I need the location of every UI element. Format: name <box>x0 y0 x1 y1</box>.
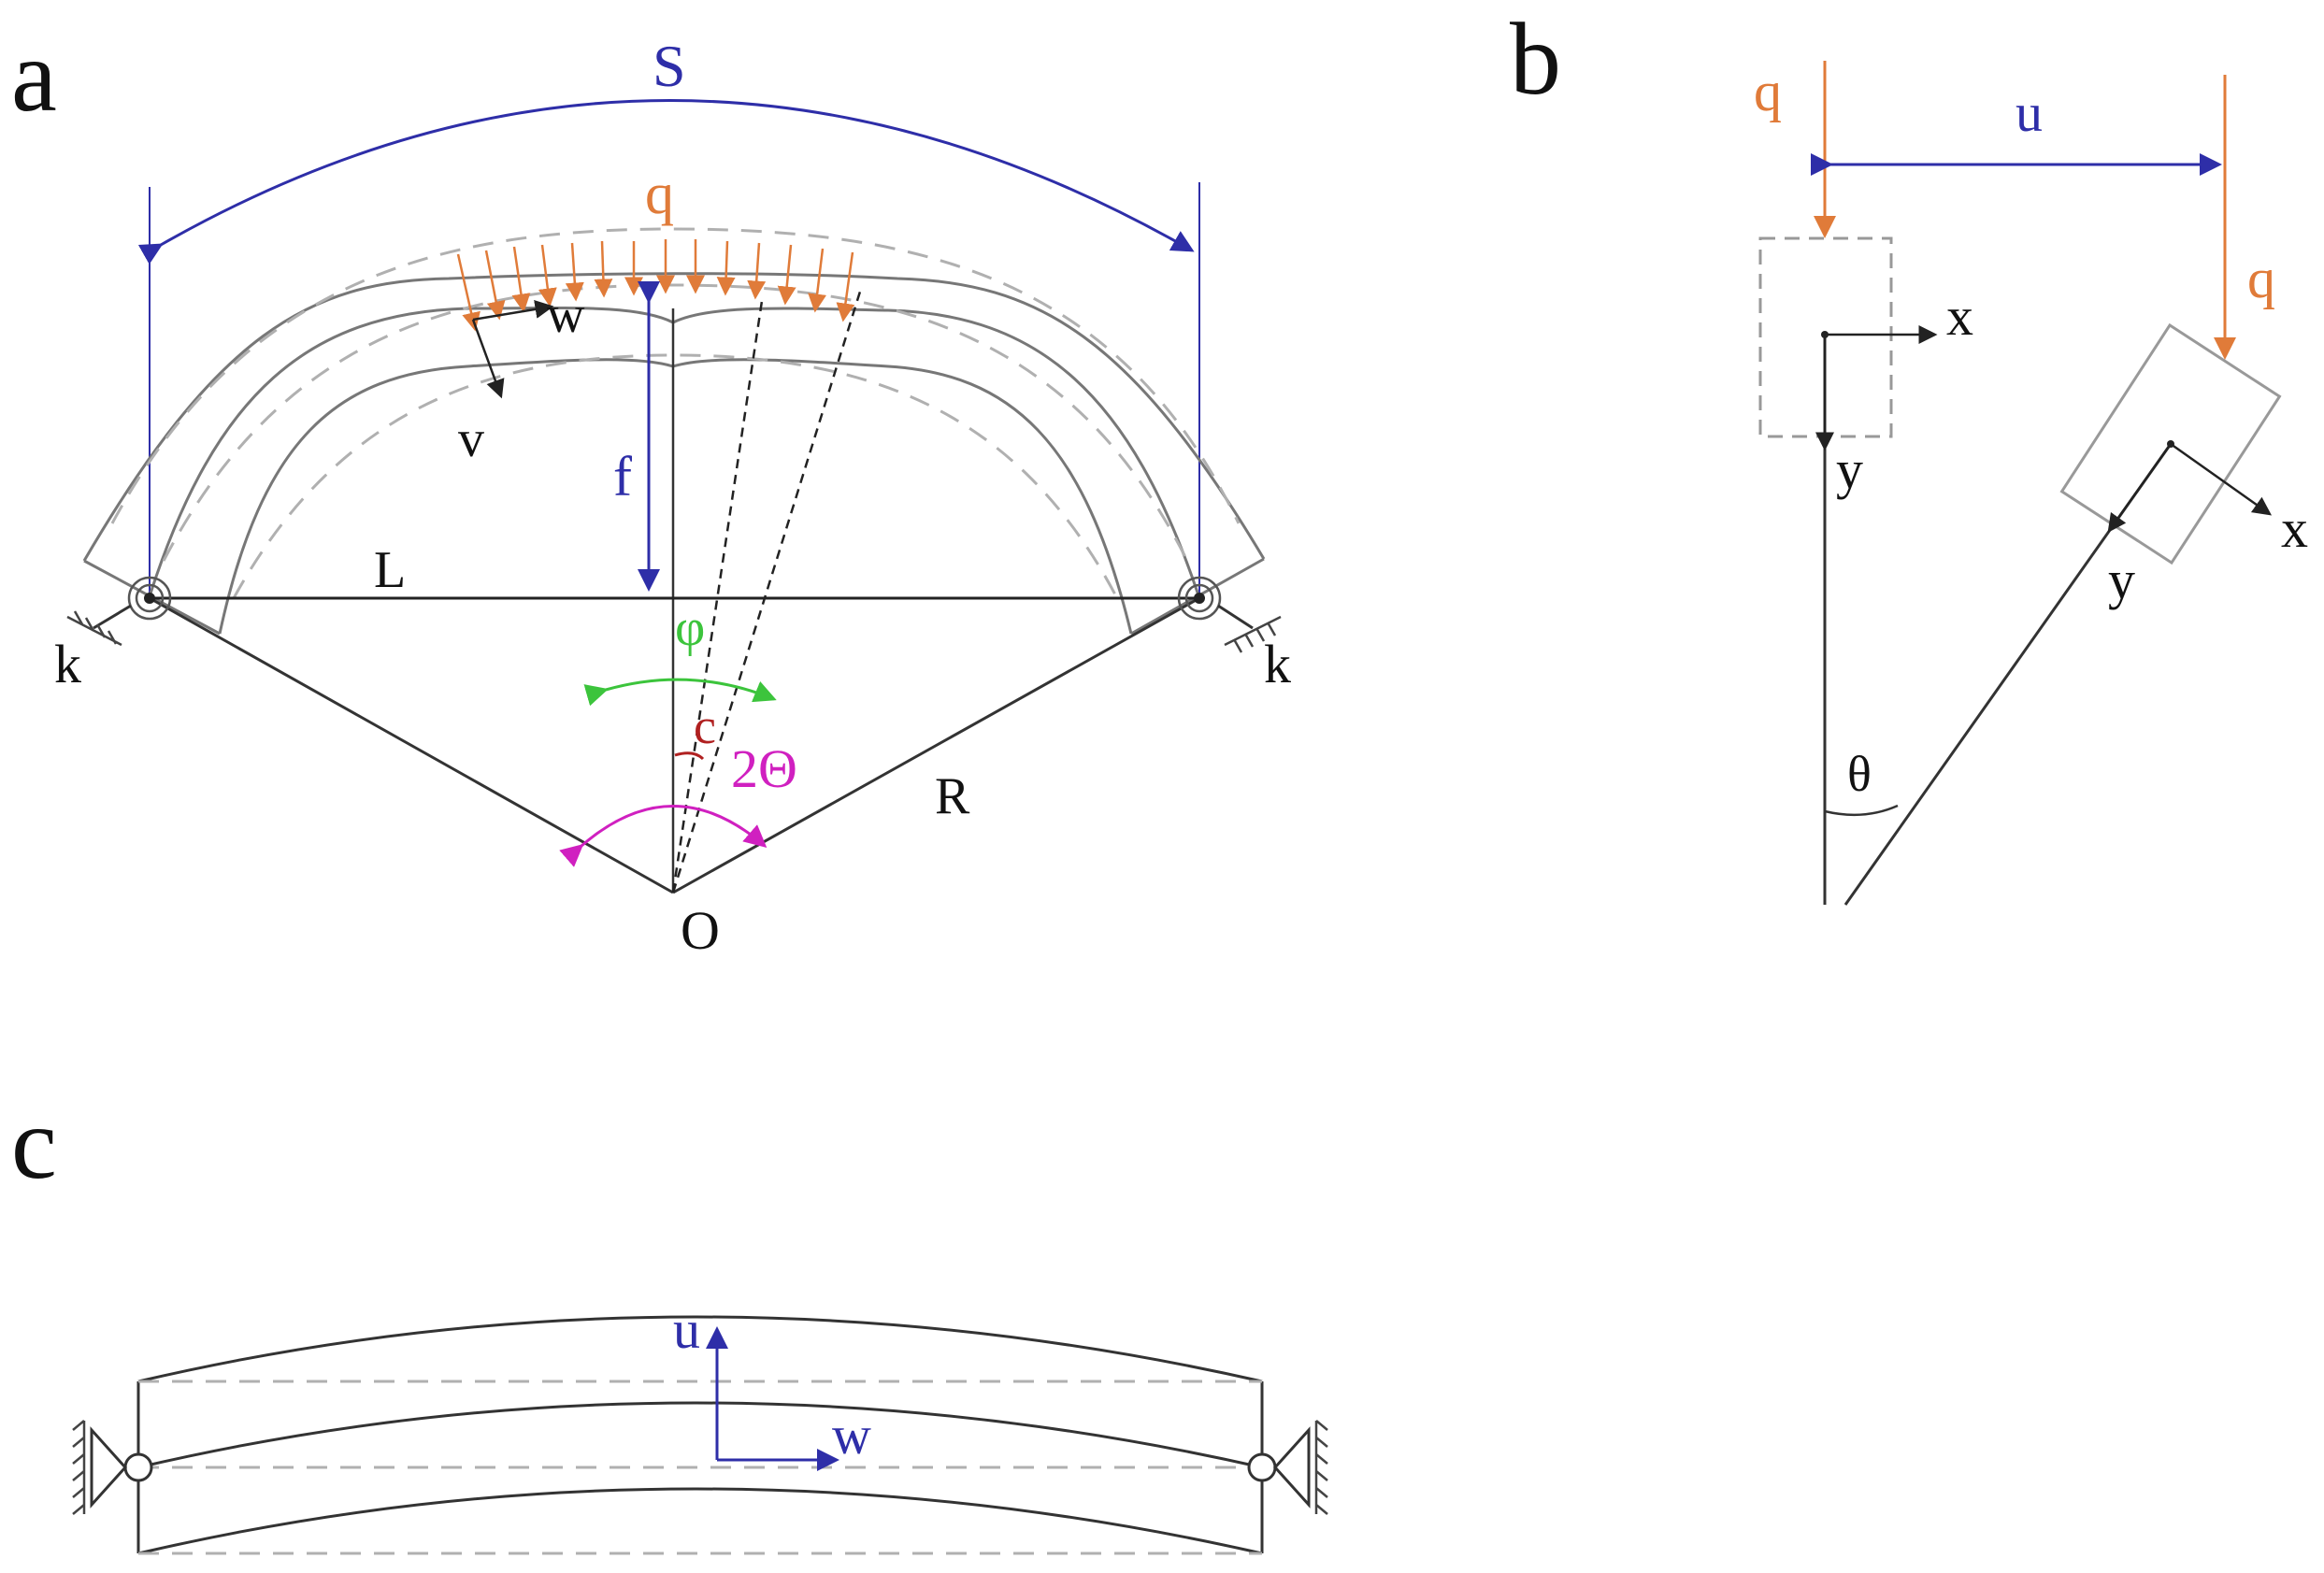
load-arrow <box>511 246 531 313</box>
beam-middle-line <box>137 1401 1263 1469</box>
spring-coil <box>135 583 165 613</box>
left-support-triangle <box>90 1426 128 1509</box>
left-hinge <box>123 1452 153 1482</box>
u-label-b: u <box>2016 82 2043 143</box>
s-dimension-arc <box>137 99 1195 265</box>
beam-top-line <box>137 1315 1263 1383</box>
s-label: S <box>653 33 686 99</box>
k-label-left: k <box>54 634 81 694</box>
o-label: O <box>681 900 720 961</box>
w-label-c: w <box>832 1405 871 1466</box>
q-label-left-b: q <box>1754 61 1782 122</box>
panel-a-label: a <box>11 19 57 133</box>
dashed-ray-1 <box>671 300 764 894</box>
load-arrow <box>538 244 557 307</box>
x-label-left-b: x <box>1946 286 1973 347</box>
load-q-label-a: q <box>645 163 674 226</box>
panel-b-label: b <box>1510 2 1561 116</box>
f-label: f <box>613 446 632 508</box>
u-label-c: u <box>673 1299 700 1360</box>
load-arrow <box>836 251 855 322</box>
right-support-triangle <box>1272 1426 1311 1509</box>
v-label-a: v <box>458 410 484 468</box>
radius-line-left <box>149 596 674 894</box>
x-label-right-b: x <box>2281 498 2308 559</box>
left-support-hatch <box>72 1420 86 1515</box>
dashed-ray-2 <box>671 291 862 894</box>
load-arrow <box>456 253 481 332</box>
theta-label: θ <box>1847 746 1872 802</box>
spring-ground <box>1217 604 1254 630</box>
spring-coil <box>1194 593 1205 604</box>
load-arrow <box>594 240 613 298</box>
phi-angle-arc <box>583 678 777 707</box>
load-arrow <box>747 242 767 300</box>
panel-b: b q q u x y x y θ <box>1510 2 2308 906</box>
y-arrow-right-b <box>2107 443 2173 534</box>
theta2-angle-arc <box>559 805 767 867</box>
arch-inner-line <box>218 358 1133 635</box>
right-hinge <box>1247 1452 1277 1482</box>
arch-outer-line <box>82 272 1266 562</box>
right-support-hatch <box>1314 1420 1328 1515</box>
w-arrow <box>472 300 554 322</box>
panel-c-label: c <box>11 1086 57 1200</box>
spring-coil <box>127 576 172 621</box>
load-arrow <box>716 240 736 296</box>
x-axis-right-b <box>2170 442 2273 516</box>
load-arrows <box>456 239 855 332</box>
panel-c: c u w <box>11 1086 1328 1555</box>
ground-hatch <box>1224 615 1282 653</box>
r-label: R <box>935 767 970 825</box>
load-arrow <box>808 248 827 313</box>
y-label-right-b: y <box>2108 550 2135 610</box>
spring-coil <box>1177 576 1222 621</box>
left-spring-support <box>66 576 172 647</box>
load-arrow <box>565 242 584 302</box>
arch-middle-line <box>148 306 1201 599</box>
c-angle-arc <box>674 751 705 761</box>
q-label-right-b: q <box>2247 248 2275 309</box>
k-label-right: k <box>1264 634 1291 694</box>
spring-coil <box>144 593 155 604</box>
beam-bottom-line <box>137 1487 1263 1555</box>
load-arrow <box>484 250 506 321</box>
theta2-label: 2Θ <box>731 738 797 799</box>
c-label: c <box>694 698 716 754</box>
spring-coil <box>1184 583 1214 613</box>
y-label-left-b: y <box>1836 439 1863 500</box>
theta-angle-arc <box>1824 804 1899 817</box>
right-spring-support <box>1177 576 1282 653</box>
load-arrow <box>777 244 796 306</box>
ground-hatch <box>66 610 122 647</box>
w-label-a: w <box>547 286 585 344</box>
panel-a: a S <box>11 19 1291 961</box>
arch-dashed-outer <box>110 227 1241 524</box>
arch-dashed-inner <box>232 353 1119 599</box>
v-arrow <box>471 319 505 399</box>
phi-label: φ <box>675 599 705 657</box>
spring-ground <box>93 604 132 630</box>
l-label: L <box>374 541 406 599</box>
